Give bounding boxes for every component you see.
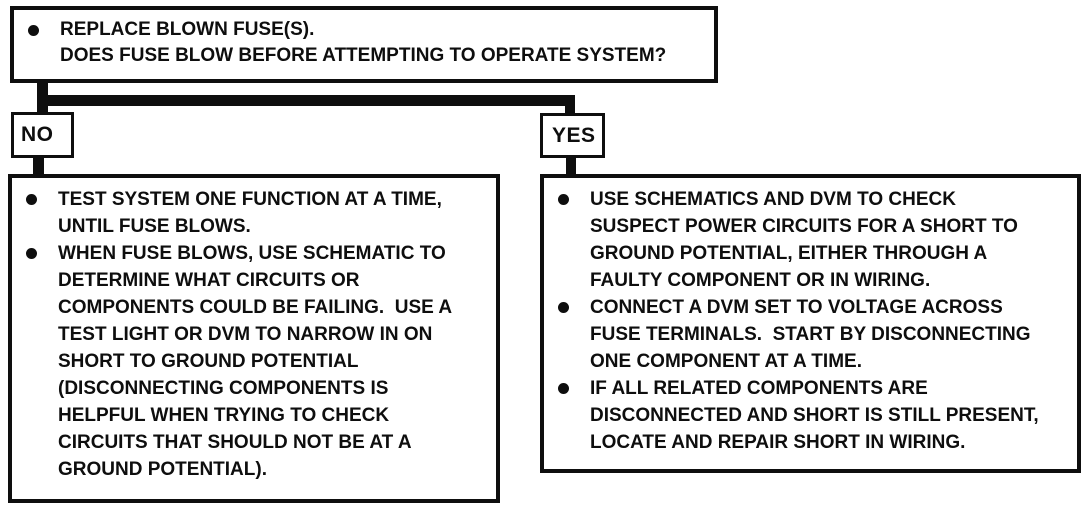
connector-horizontal-bar [37,95,575,106]
list-item: WHEN FUSE BLOWS, USE SCHEMATIC TO DETERM… [26,240,490,483]
connector-no-to-steps [33,156,44,174]
list-item: USE SCHEMATICS AND DVM TO CHECK SUSPECT … [558,186,1071,294]
bullet-icon [558,194,569,205]
yes-branch-label-box: YES [540,113,605,158]
root-question-item: REPLACE BLOWN FUSE(S). DOES FUSE BLOW BE… [28,17,706,69]
bullet-icon [558,383,569,394]
yes-branch-label: YES [552,123,596,147]
no-branch-label: NO [21,123,54,146]
list-item: CONNECT A DVM SET TO VOLTAGE ACROSS FUSE… [558,294,1071,375]
yes-step-text: CONNECT A DVM SET TO VOLTAGE ACROSS FUSE… [590,297,1031,372]
list-item: IF ALL RELATED COMPONENTS ARE DISCONNECT… [558,375,1071,456]
list-item: TEST SYSTEM ONE FUNCTION AT A TIME, UNTI… [26,186,490,240]
root-question-text: REPLACE BLOWN FUSE(S). DOES FUSE BLOW BE… [60,19,667,66]
no-step-text: WHEN FUSE BLOWS, USE SCHEMATIC TO DETERM… [58,243,453,480]
bullet-icon [26,194,37,205]
yes-branch-steps-box: USE SCHEMATICS AND DVM TO CHECK SUSPECT … [540,174,1081,473]
connector-yes-to-steps [566,156,576,174]
root-question-box: REPLACE BLOWN FUSE(S). DOES FUSE BLOW BE… [10,6,718,83]
connector-yes-drop [565,95,575,113]
bullet-icon [28,25,39,36]
no-branch-steps-box: TEST SYSTEM ONE FUNCTION AT A TIME, UNTI… [8,174,500,503]
no-step-text: TEST SYSTEM ONE FUNCTION AT A TIME, UNTI… [58,189,442,237]
yes-step-text: IF ALL RELATED COMPONENTS ARE DISCONNECT… [590,378,1039,453]
bullet-icon [26,248,37,259]
yes-step-text: USE SCHEMATICS AND DVM TO CHECK SUSPECT … [590,189,1018,291]
no-branch-label-box: NO [11,112,74,158]
bullet-icon [558,302,569,313]
